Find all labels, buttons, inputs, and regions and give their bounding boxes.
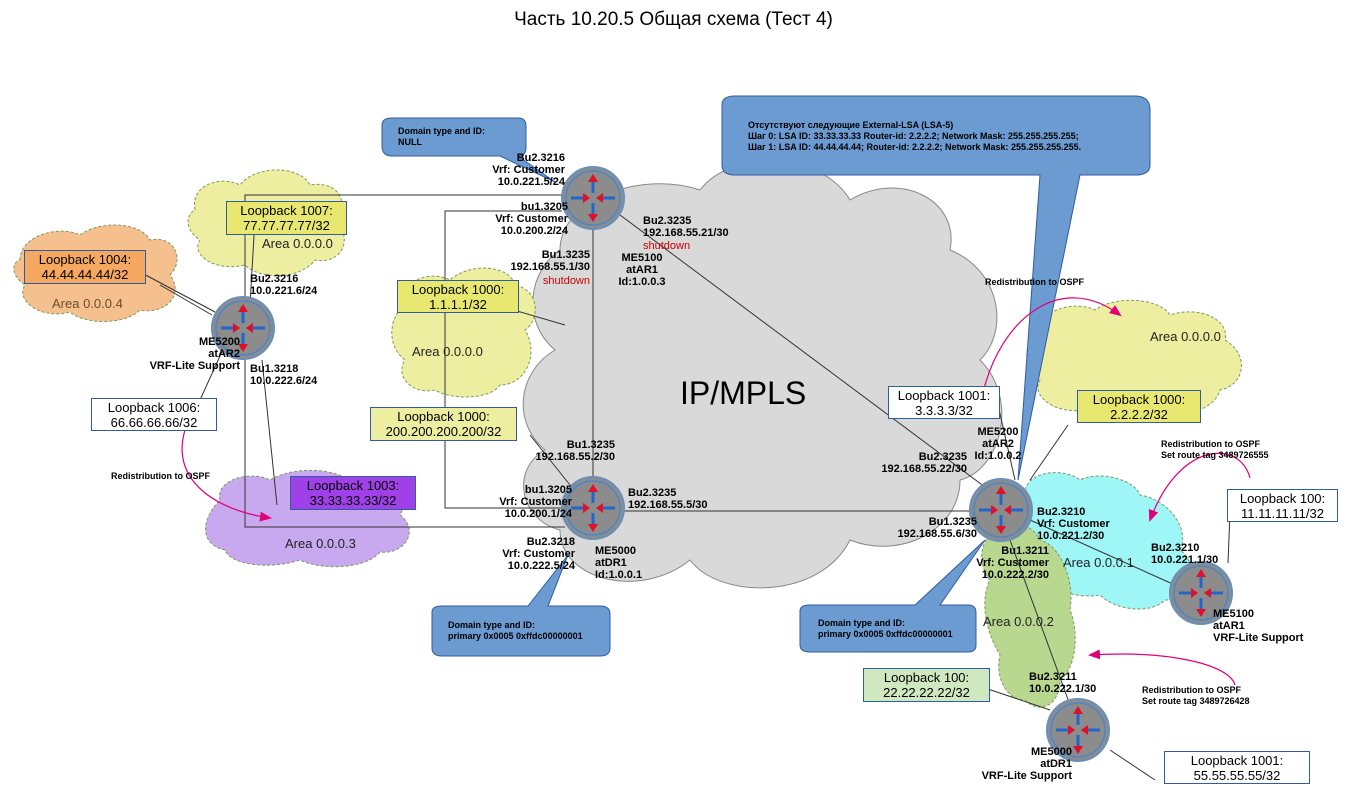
- area-0000-ar2vrf-label: Area 0.0.0.0: [262, 236, 333, 251]
- lsa-callout-line1: Шаг 0: LSA ID: 33.33.33.33 Router-id: 2.…: [748, 131, 1079, 141]
- loopback-100-ar1vrf-box: Loopback 100: 11.11.11.11/32: [1227, 489, 1338, 522]
- router-ar1-name: ME5100 atAR1 Id:1.0.0.3: [618, 252, 666, 288]
- ar1-domain-value: NULL: [398, 137, 422, 147]
- router-ar2-icon[interactable]: [968, 477, 1034, 543]
- ar1-bu1-3235-state: shutdown: [542, 275, 590, 287]
- loopback-100-dr1vrf-title: Loopback 100:: [883, 670, 970, 685]
- ar1-domain-title: Domain type and ID:: [398, 126, 486, 136]
- loopback-1001-dr1vrf-value: 55.55.55.55/32: [1193, 768, 1281, 783]
- loopback-1003-title: Loopback 1003:: [306, 478, 400, 493]
- area-0000-right-label: Area 0.0.0.0: [1150, 329, 1221, 344]
- area-0002-label: Area 0.0.0.2: [983, 614, 1054, 629]
- ar2-bu1-3235-label: Bu1.3235 192.168.55.6/30: [897, 516, 977, 540]
- redistribution-arrow-3: [1148, 452, 1251, 522]
- loopback-1000-dr1-box: Loopback 1000: 200.200.200.200/32: [370, 407, 517, 441]
- redistribution-label-4: Redistribution to OSPF Set route tag 348…: [1142, 685, 1250, 706]
- ar2-domain-title: Domain type and ID:: [818, 618, 906, 628]
- dr1-bu2-3235-label: Bu2.3235 192.168.55.5/30: [628, 487, 708, 511]
- loopback-100-ar1vrf-value: 11.11.11.11/32: [1241, 506, 1324, 521]
- redistribution-label-1: Redistribution to OSPF: [985, 277, 1084, 287]
- callout-dr1-shape: [431, 554, 611, 657]
- ar2-bu1-3211-label: Bu1.3211 Vrf: Customer 10.0.222.2/30: [976, 545, 1049, 581]
- ar2vrf-bu1-3218-label: Bu1.3218 10.0.222.6/24: [250, 363, 318, 387]
- loopback-1001-ar2-box: Loopback 1001: 3.3.3.3/32: [888, 386, 1000, 419]
- dr1-bu1-3205-label: bu1.3205 Vrf: Customer 10.0.200.1/24: [499, 484, 572, 520]
- dr1-bu2-3218-label: Bu2.3218 Vrf: Customer 10.0.222.5/24: [502, 536, 575, 572]
- redistribution-arrow-2: [181, 429, 272, 522]
- loopback-1000-dr1-value: 200.200.200.200/32: [385, 424, 502, 439]
- redistribution-arrow-1: [982, 297, 1122, 394]
- ar1vrf-bu2-3210-label: Bu2.3210 10.0.221.1/30: [1151, 542, 1219, 566]
- core-network-label: IP/MPLS: [680, 375, 807, 411]
- page-title: Часть 10.20.5 Общая схема (Тест 4): [514, 9, 833, 30]
- loopback-1001-dr1vrf-box: Loopback 1001: 55.55.55.55/32: [1164, 751, 1310, 784]
- redistribution-arrow-4: [1088, 649, 1236, 686]
- loopback-1006-title: Loopback 1006:: [107, 400, 201, 415]
- router-dr1-name: ME5000 atDR1 Id:1.0.0.1: [595, 545, 643, 581]
- dr1vrf-bu2-3211-label: Bu2.3211 10.0.222.1/30: [1029, 671, 1097, 695]
- ar2-bu2-3210-label: Bu2.3210 Vrf: Customer 10.0.221.2/30: [1037, 506, 1110, 542]
- loopback-1001-ar2-title: Loopback 1001:: [897, 388, 991, 403]
- ar1-bu1-3235-label: Bu1.3235 192.168.55.1/30: [510, 249, 590, 273]
- loopback-1000-dr1-title: Loopback 1000:: [397, 409, 490, 424]
- ar1-bu2-3235-label: Bu2.3235 192.168.55.21/30: [643, 215, 729, 239]
- lsa-callout-line2: Шаг 1: LSA ID: 44.44.44.44; Router-id: 2…: [748, 142, 1082, 152]
- loopback-1000-ar2-title: Loopback 1000:: [1092, 392, 1186, 407]
- ar1-bu2-3216-label: Bu2.3216 Vrf: Customer 10.0.221.5/24: [492, 152, 565, 188]
- router-dr1-vrf-name: ME5000 atDR1 VRF-Lite Support: [981, 746, 1072, 782]
- dr1-domain-value: primary 0x0005 0xffdc00000001: [448, 631, 583, 641]
- loopback-100-dr1vrf-value: 22.22.22.22/32: [883, 685, 970, 700]
- router-ar1-vrf-name: ME5100 atAR1 VRF-Lite Support: [1213, 608, 1304, 644]
- loopback-1000-ar1-value: 1.1.1.1/32: [429, 297, 487, 312]
- area-0000-mid-label: Area 0.0.0.0: [412, 344, 483, 359]
- ar2-bu2-3235-label: Bu2.3235 192.168.55.22/30: [881, 451, 967, 475]
- area-0004-label: Area 0.0.0.4: [52, 296, 123, 311]
- loopback-1004-value: 44.44.44.44/32: [41, 267, 129, 282]
- ar2vrf-bu2-3216-label: Bu2.3216 10.0.221.6/24: [250, 273, 318, 297]
- loopback-1004-box: Loopback 1004: 44.44.44.44/32: [24, 250, 146, 284]
- loopback-1003-value: 33.33.33.33/32: [309, 493, 397, 508]
- redistribution-label-2: Redistribution to OSPF: [111, 471, 210, 481]
- loopback-1000-ar1-box: Loopback 1000: 1.1.1.1/32: [397, 280, 519, 313]
- callout-ar2-shape: [799, 539, 986, 653]
- loopback-1000-ar2-value: 2.2.2.2/32: [1110, 407, 1168, 422]
- loopback-100-dr1vrf-box: Loopback 100: 22.22.22.22/32: [863, 668, 990, 702]
- loopback-1003-box: Loopback 1003: 33.33.33.33/32: [290, 476, 416, 510]
- area-0001-label: Area 0.0.0.1: [1063, 555, 1134, 570]
- ar1-bu1-3205-label: bu1.3205 Vrf: Customer 10.0.200.2/24: [495, 201, 568, 237]
- callout-lsa-shape: [721, 95, 1151, 481]
- loopback-1007-box: Loopback 1007: 77.77.77.77/32: [226, 201, 347, 235]
- ar2-domain-value: primary 0x0005 0xffdc00000001: [818, 629, 953, 639]
- loopback-1000-ar1-title: Loopback 1000:: [411, 282, 505, 297]
- loopback-1007-title: Loopback 1007:: [240, 203, 333, 218]
- ar1-bu2-3235-state: shutdown: [643, 240, 691, 252]
- router-ar2-name: ME5200 atAR2 Id:1.0.0.2: [974, 426, 1022, 462]
- loopback-100-ar1vrf-title: Loopback 100:: [1239, 491, 1326, 506]
- loopback-1001-ar2-value: 3.3.3.3/32: [915, 403, 973, 418]
- dr1-bu1-3235-label: Bu1.3235 192.168.55.2/30: [535, 439, 615, 463]
- router-ar1-icon[interactable]: [560, 165, 626, 231]
- loopback-1004-title: Loopback 1004:: [38, 252, 132, 267]
- area-0003-label: Area 0.0.0.3: [285, 536, 356, 551]
- loopback-1006-value: 66.66.66.66/32: [110, 415, 198, 430]
- lsa-callout-header: Отсутствуют следующие External-LSA (LSA-…: [748, 120, 954, 130]
- loopback-1007-value: 77.77.77.77/32: [243, 218, 330, 233]
- loopback-1001-dr1vrf-title: Loopback 1001:: [1190, 753, 1284, 768]
- redistribution-label-3: Redistribution to OSPF Set route tag 348…: [1161, 439, 1269, 460]
- router-ar2-vrf-name: ME5200 atAR2 VRF-Lite Support: [149, 336, 240, 372]
- loopback-1000-ar2-box: Loopback 1000: 2.2.2.2/32: [1077, 390, 1201, 423]
- dr1-domain-title: Domain type and ID:: [448, 620, 536, 630]
- loopback-1006-box: Loopback 1006: 66.66.66.66/32: [91, 398, 217, 431]
- area-0002-cloud: [981, 521, 1076, 708]
- callout-ar1-shape: [381, 117, 556, 183]
